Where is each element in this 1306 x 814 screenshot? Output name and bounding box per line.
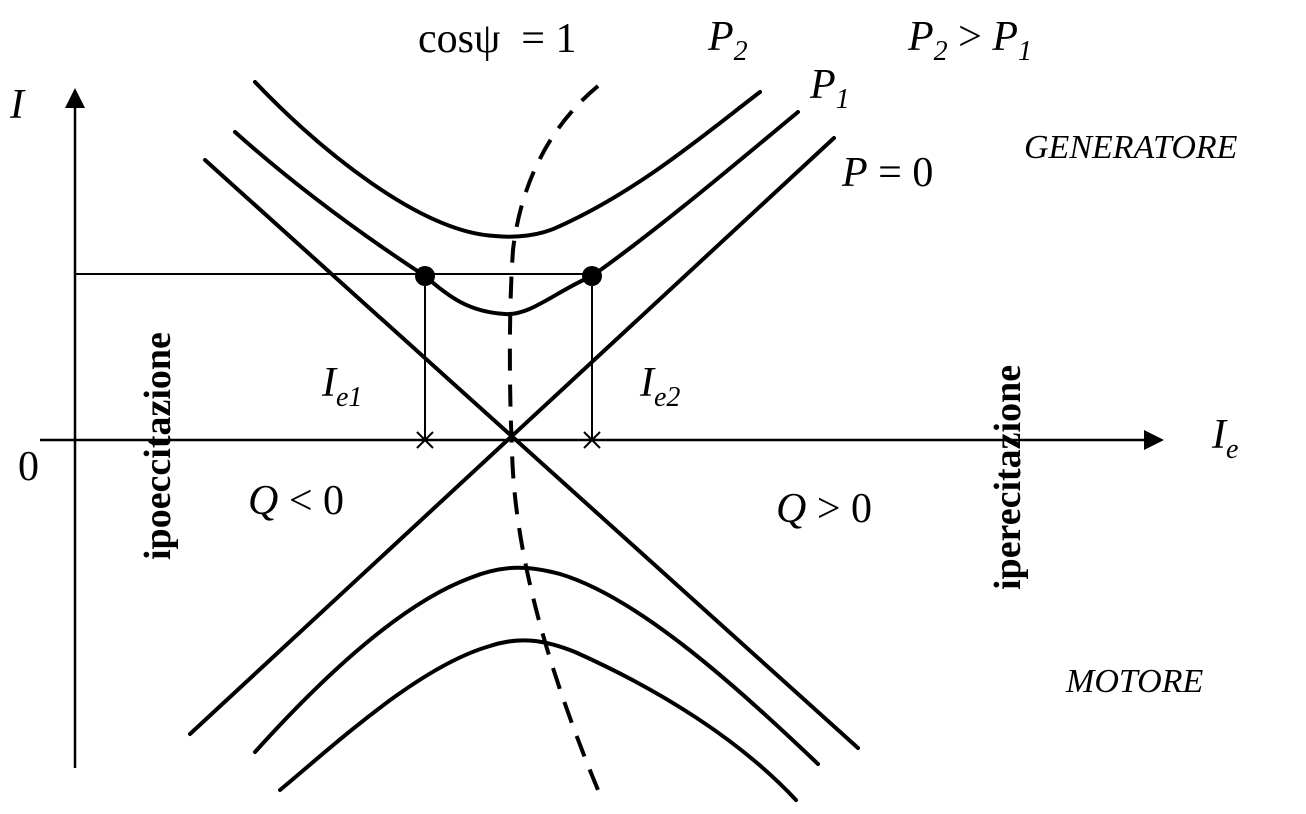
p1-label: P1 [809,62,850,115]
curve-p1-generator [233,110,800,317]
p-zero-label: P = 0 [841,150,933,196]
p2-greater-than-p1-label: P2 > P1 [907,14,1032,67]
y-axis-label: I [9,82,26,128]
q-negative-label: Q < 0 [248,478,344,524]
operating-point-2 [582,266,602,286]
origin-label: 0 [18,444,39,490]
generator-region-label: GENERATORE [1024,129,1238,166]
q-positive-label: Q > 0 [776,486,872,532]
p-zero-line-descending [203,158,860,750]
x-axis-label: Ie [1211,412,1238,465]
p2-label: P2 [707,14,748,67]
ie2-label: Ie2 [639,360,680,413]
unity-power-factor-curve [507,84,600,791]
curve-p2-generator [253,80,762,239]
unity-power-factor-label: cosψ = 1 [418,16,576,62]
operating-point-1 [415,266,435,286]
over-excitation-label: iperecitazione [987,365,1029,590]
under-excitation-label: ipoeccitazione [137,332,179,560]
ie1-label: Ie1 [321,360,362,413]
ie1-marker [416,431,434,449]
ie2-marker [583,431,601,449]
motor-region-label: MOTORE [1065,663,1203,700]
curve-p2-motor [278,638,798,802]
